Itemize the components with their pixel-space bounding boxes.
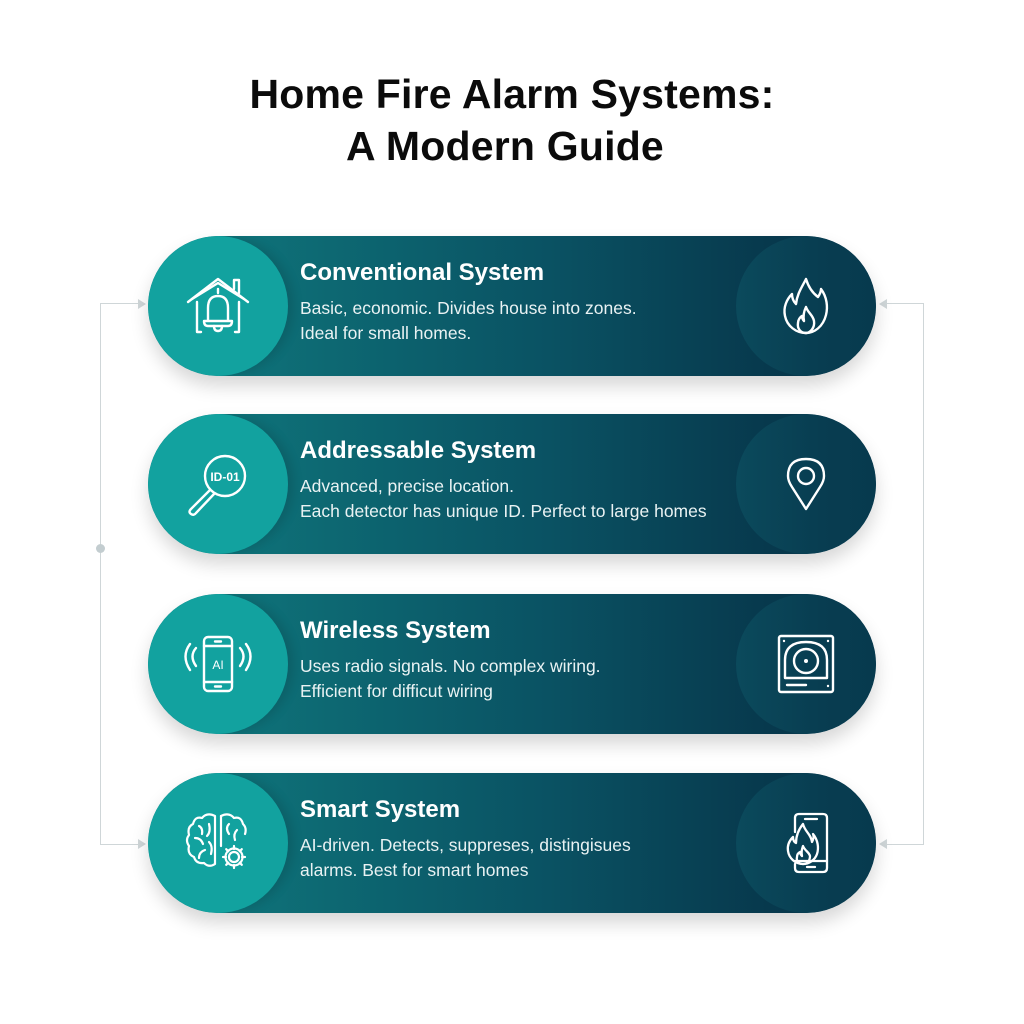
system-description-line: Ideal for small homes.: [300, 323, 472, 343]
system-heading: Addressable System: [300, 437, 537, 464]
title-line-2: A Modern Guide: [346, 123, 664, 169]
right-icon-circle: [736, 773, 876, 913]
system-card-addressable: ID-01 Addressable System Advanced, preci…: [148, 414, 876, 554]
arrow-right-icon: [138, 839, 146, 849]
system-description-line: Advanced, precise location.: [300, 476, 515, 496]
system-description-line: Each detector has unique ID. Perfect to …: [300, 501, 707, 521]
left-icon-circle: [148, 773, 288, 913]
right-icon-circle: [736, 594, 876, 734]
system-description-line: AI-driven. Detects, suppreses, distingis…: [300, 835, 631, 855]
system-description-line: Uses radio signals. No complex wiring.: [300, 656, 601, 676]
svg-text:ID-01: ID-01: [210, 470, 240, 484]
arrow-left-icon: [879, 299, 887, 309]
left-connector-line: [100, 303, 139, 845]
left-icon-circle: AI: [148, 594, 288, 734]
brain-gear-icon: [185, 813, 247, 870]
flame-icon: [783, 277, 829, 335]
left-icon-circle: [148, 236, 288, 376]
wireless-phone-icon: AI: [184, 635, 252, 693]
connector-dot: [96, 544, 105, 553]
left-icon-circle: ID-01: [148, 414, 288, 554]
system-description-line: alarms. Best for smart homes: [300, 860, 529, 880]
arrow-right-icon: [138, 299, 146, 309]
title-line-1: Home Fire Alarm Systems:: [249, 71, 775, 117]
system-heading: Smart System: [300, 796, 461, 823]
right-icon-circle: [736, 414, 876, 554]
system-heading: Wireless System: [300, 617, 491, 644]
house-bell-icon: [186, 277, 250, 334]
magnifier-id-icon: ID-01: [188, 454, 247, 516]
page-title: Home Fire Alarm Systems: A Modern Guide: [0, 68, 1024, 172]
arrow-left-icon: [879, 839, 887, 849]
smoke-detector-panel-icon: [777, 634, 835, 694]
system-card-smart: Smart System AI-driven. Detects, suppres…: [148, 773, 876, 913]
phone-flame-icon: [786, 812, 829, 874]
svg-text:AI: AI: [212, 658, 223, 672]
system-card-wireless: AI Wireless System Uses radio signals. N…: [148, 594, 876, 734]
system-description-line: Basic, economic. Divides house into zone…: [300, 298, 637, 318]
system-card-conventional: Conventional System Basic, economic. Div…: [148, 236, 876, 376]
right-icon-circle: [736, 236, 876, 376]
system-heading: Conventional System: [300, 259, 545, 286]
system-description-line: Efficient for difficut wiring: [300, 681, 493, 701]
location-pin-icon: [786, 457, 826, 511]
right-connector-line: [886, 303, 924, 845]
